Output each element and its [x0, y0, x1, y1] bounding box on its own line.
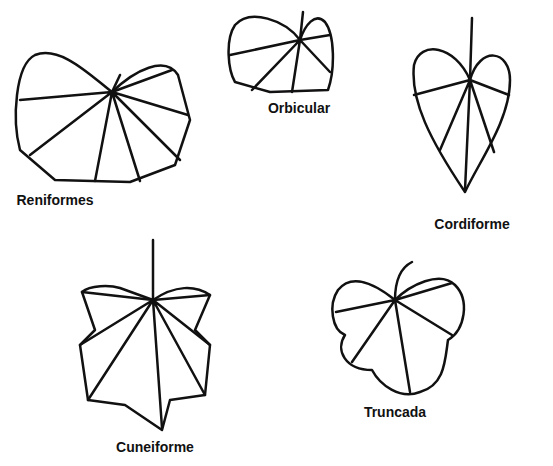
leaf-label: Orbicular — [268, 101, 330, 116]
leaf-label: Cordiforme — [434, 217, 509, 232]
reniform-leaf — [16, 53, 190, 182]
truncate-leaf — [332, 262, 464, 394]
leaf-label: Reniformes — [16, 193, 93, 208]
leaf-label: Truncada — [364, 405, 426, 420]
cuneate-leaf — [80, 240, 210, 430]
cordate-leaf — [413, 18, 510, 192]
leaf-label: Cuneiforme — [116, 440, 194, 455]
orbicular-leaf — [229, 12, 333, 92]
